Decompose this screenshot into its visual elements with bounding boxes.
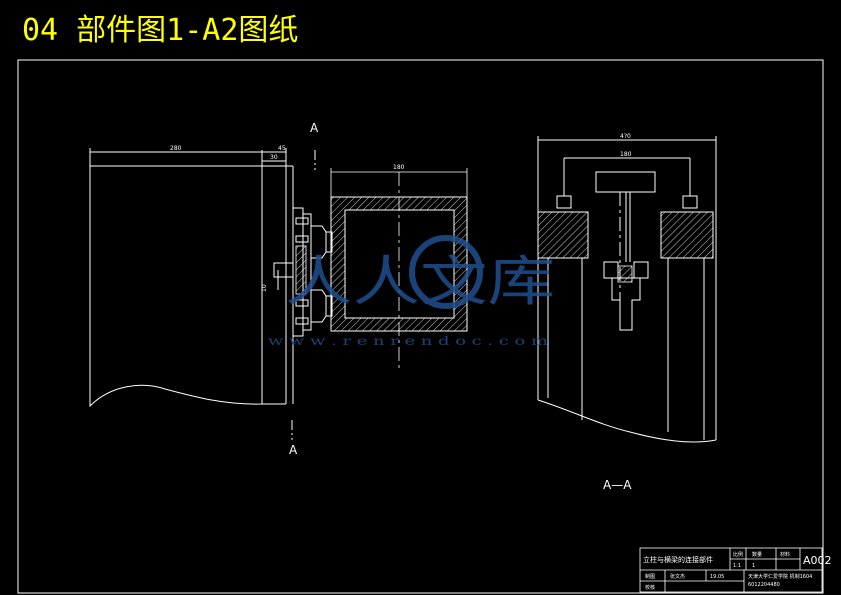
title-block-check-label: 校核: [645, 584, 655, 591]
dim-left-vertical: 10: [261, 284, 268, 292]
section-label: A—A: [603, 478, 632, 492]
dim-right-inner: 180: [620, 151, 632, 158]
title-block-school: 天津大学仁爱学院 机制1604: [748, 573, 812, 580]
title-block-design-label: 制图: [645, 573, 655, 580]
section-mark-bottom: A: [289, 443, 298, 457]
watermark-logo-icon: [409, 235, 483, 309]
title-block-designer: 张文杰: [670, 573, 685, 580]
dim-left-small-1: 45: [278, 145, 286, 152]
dim-center-width: 180: [393, 164, 405, 171]
title-block-material-label: 材料: [780, 551, 790, 558]
drawing-border: [17, 59, 824, 594]
watermark-url: w w w . r e n r e n d o c . c o m: [268, 334, 549, 348]
title-block-drawing-no: A002: [803, 554, 832, 567]
watermark-chars: 人人文库: [285, 250, 555, 313]
dim-left-small-2: 30: [270, 154, 278, 161]
title-block-qty-value: 1: [752, 563, 755, 569]
right-view: [537, 136, 717, 443]
center-view: [330, 168, 468, 370]
title-block-student-id: 6012204480: [748, 582, 780, 588]
right-view-hatch: [537, 211, 714, 283]
section-mark-top: A: [310, 121, 319, 135]
title-block-date: 19.05: [710, 574, 724, 580]
page-title: 04 部件图1-A2图纸: [22, 13, 299, 48]
title-block-qty-label: 数量: [752, 551, 762, 558]
title-block-name: 立柱与横梁的连接部件: [643, 555, 713, 564]
title-block-scale-value: 1:1: [733, 563, 741, 569]
title-block: [639, 547, 823, 593]
watermark: 人人文库 w w w . r e n r e n d o c . c o m: [268, 235, 555, 348]
left-view: [89, 148, 333, 440]
title-block-scale-label: 比例: [733, 551, 743, 558]
dim-left-overall: 280: [170, 145, 182, 152]
dim-right-outer: 4?0: [620, 133, 631, 140]
left-view-hatch: [295, 245, 307, 295]
